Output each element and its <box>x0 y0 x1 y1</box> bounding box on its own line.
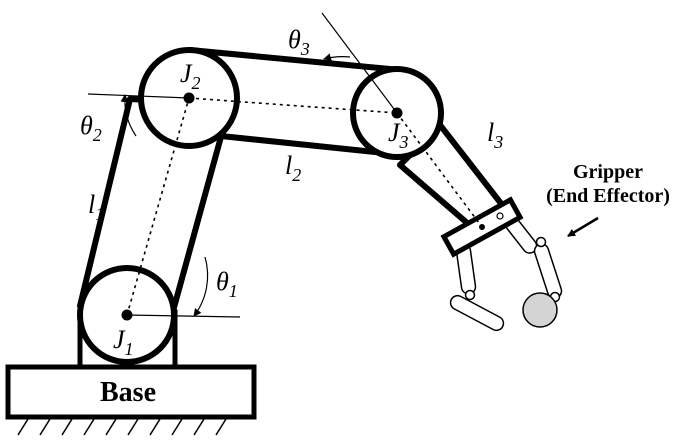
link-2-label-sub: 2 <box>292 165 301 185</box>
joint-3-center <box>391 107 403 119</box>
theta-2-label: θ2 <box>80 111 102 145</box>
theta-1-label-sub: 1 <box>229 281 238 301</box>
joint-3-label-main: J <box>388 118 401 147</box>
joint-2-label-main: J <box>180 59 193 88</box>
theta-3-label-main: θ <box>288 25 301 54</box>
base-block <box>5 364 257 420</box>
link-3-label-sub: 3 <box>493 132 503 152</box>
gripper-label-line2: (End Effector) <box>546 185 670 207</box>
joint-2-label: J2 <box>180 59 201 93</box>
link-1-label: l1 <box>88 190 104 224</box>
link-1-label-main: l <box>88 190 95 219</box>
joint-1-label: J1 <box>113 325 134 359</box>
theta-3-label-sub: 3 <box>300 39 310 59</box>
theta-1-label-main: θ <box>216 267 229 296</box>
link-1-label-sub: 1 <box>95 204 104 224</box>
joint-3-label-sub: 3 <box>399 132 409 152</box>
ground-hatching <box>17 418 227 436</box>
link-2-label-main: l <box>285 151 292 180</box>
bracket-pin-right <box>496 212 504 220</box>
joint-3-label: J3 <box>388 118 409 152</box>
theta-2-label-sub: 2 <box>93 125 102 145</box>
theta-3-label: θ3 <box>288 25 310 59</box>
joint-2-center <box>183 92 195 104</box>
theta-1-label: θ1 <box>216 267 238 301</box>
joint-2-label-sub: 2 <box>192 73 201 93</box>
angle-arcs <box>120 53 351 317</box>
base-label: Base <box>100 377 156 408</box>
gripper-arrow <box>567 216 599 238</box>
joint-1-center <box>121 309 133 321</box>
gripper-label-line1: Gripper <box>573 161 643 183</box>
link-3-label-main: l <box>487 118 494 147</box>
gripped-object <box>522 292 558 328</box>
link-2-label: l2 <box>285 151 301 185</box>
joint-1-label-sub: 1 <box>125 339 134 359</box>
link-3-label: l3 <box>487 118 503 152</box>
joint-1-label-main: J <box>113 325 126 354</box>
theta-2-label-main: θ <box>80 111 93 140</box>
reference-lines <box>87 12 398 318</box>
center-lines <box>126 97 483 316</box>
